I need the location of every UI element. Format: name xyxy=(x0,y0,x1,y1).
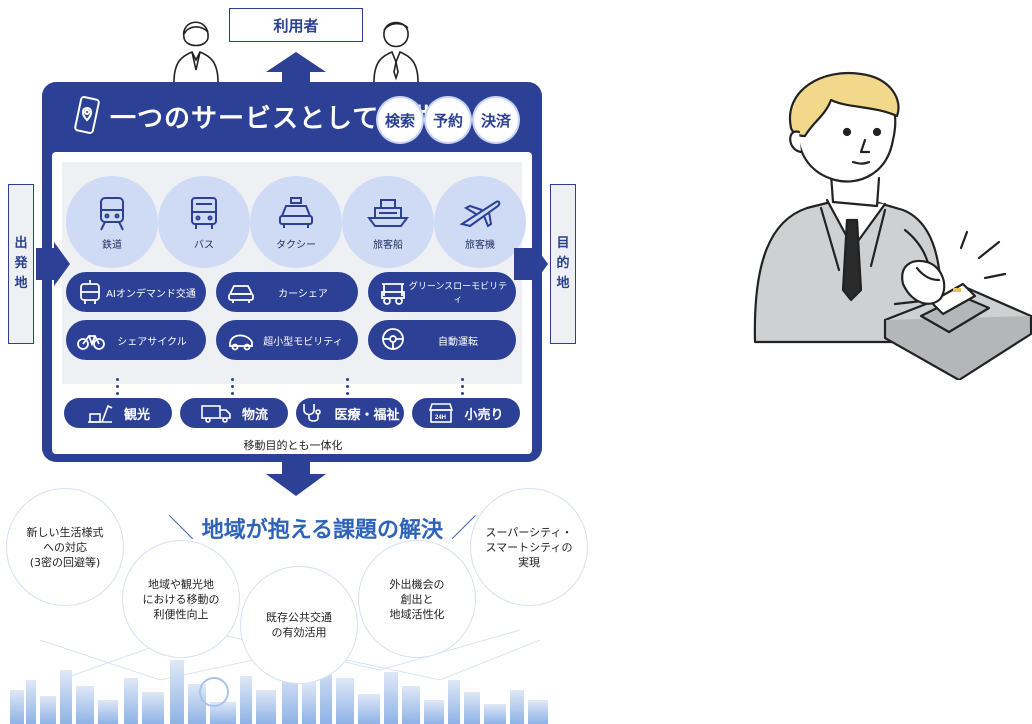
mode-train: 鉄道 xyxy=(66,176,158,268)
arrow-right-icon xyxy=(36,242,70,286)
man-paying-terminal-illustration xyxy=(753,71,1032,380)
mode-label: タクシー xyxy=(276,239,316,251)
connector-dots xyxy=(461,378,465,399)
mode-label: 鉄道 xyxy=(102,239,122,251)
service-green-slow: グリーンスローモビリティ xyxy=(368,272,516,312)
issue-circle-super-city: スーパーシティ・スマートシティの実現 xyxy=(470,488,588,606)
mode-label: 旅客船 xyxy=(373,239,403,251)
industry-label: 小売り xyxy=(464,407,504,423)
user-label: 利用者 xyxy=(229,8,363,42)
user-woman-icon xyxy=(173,21,219,82)
service-ai-on-demand: AIオンデマンド交通 xyxy=(66,272,206,312)
service-label: カーシェア xyxy=(278,288,328,300)
arrow-down-icon xyxy=(266,460,326,496)
service-autonomous: 自動運転 xyxy=(368,320,516,360)
industry-medical: 医療・福祉 xyxy=(296,398,404,428)
store-icon: 24H xyxy=(429,403,454,423)
integration-note: 移動目的とも一体化 xyxy=(243,439,343,452)
industry-label: 医療・福祉 xyxy=(334,407,400,423)
issue-circle-revitalization: 外出機会の創出と地域活性化 xyxy=(358,540,476,658)
stethoscope-icon xyxy=(303,404,322,422)
industry-label: 物流 xyxy=(241,407,268,423)
connector-dots xyxy=(116,378,120,399)
payment-badge: 決済 xyxy=(474,98,518,142)
mode-ship: 旅客船 xyxy=(342,176,434,268)
issue-circle-new-lifestyle: 新しい生活様式への対応(3密の回避等) xyxy=(6,488,124,606)
car-icon xyxy=(228,285,254,303)
robot-bus-icon xyxy=(80,280,100,304)
connector-dots xyxy=(346,378,350,399)
service-share-cycle: シェアサイクル xyxy=(66,320,206,360)
arrow-right-icon xyxy=(514,242,548,286)
issue-circle-public-transport: 既存公共交通の有効活用 xyxy=(240,566,358,684)
service-car-share: カーシェア xyxy=(216,272,358,312)
mode-label: 旅客機 xyxy=(465,239,495,251)
service-label: シェアサイクル xyxy=(117,336,187,348)
arrow-up-icon xyxy=(266,52,326,84)
ship-icon xyxy=(367,198,409,227)
truck-icon xyxy=(201,405,231,423)
service-label: 自動運転 xyxy=(438,336,478,348)
mode-taxi: タクシー xyxy=(250,176,342,268)
golf-cart-icon xyxy=(381,283,405,305)
bus-icon xyxy=(191,196,217,229)
steering-wheel-icon xyxy=(382,328,404,350)
sightseeing-icon xyxy=(87,404,113,423)
search-badge: 検索 xyxy=(378,98,422,142)
airplane-icon xyxy=(459,200,501,228)
taxi-icon xyxy=(279,196,313,228)
bicycle-icon xyxy=(77,335,105,350)
mode-bus: バス xyxy=(158,176,250,268)
industry-retail: 24H 小売り xyxy=(412,398,520,428)
service-label: グリーンスローモビリティ xyxy=(408,282,508,305)
connector-dots xyxy=(231,378,235,399)
industry-logistics: 物流 xyxy=(180,398,288,428)
departure-label: 出発地 xyxy=(8,184,34,344)
service-label: AIオンデマンド交通 xyxy=(106,288,196,300)
issue-circle-convenience: 地域や観光地における移動の利便性向上 xyxy=(122,540,240,658)
reserve-badge: 予約 xyxy=(426,98,470,142)
train-icon xyxy=(100,196,124,230)
issues-heading: ＼ 地域が抱える課題の解決 ／ xyxy=(168,514,477,544)
destination-label: 目的地 xyxy=(550,184,576,344)
mode-label: バス xyxy=(194,239,214,251)
phone-location-icon xyxy=(74,96,100,134)
service-ultra-compact: 超小型モビリティ xyxy=(216,320,358,360)
industry-label: 観光 xyxy=(123,407,150,423)
user-man-icon xyxy=(373,21,419,82)
mode-airplane: 旅客機 xyxy=(434,176,526,268)
svg-text:24H: 24H xyxy=(435,415,446,421)
mini-car-icon xyxy=(229,334,253,351)
service-label: 超小型モビリティ xyxy=(263,336,343,348)
industry-tourism: 観光 xyxy=(64,398,172,428)
